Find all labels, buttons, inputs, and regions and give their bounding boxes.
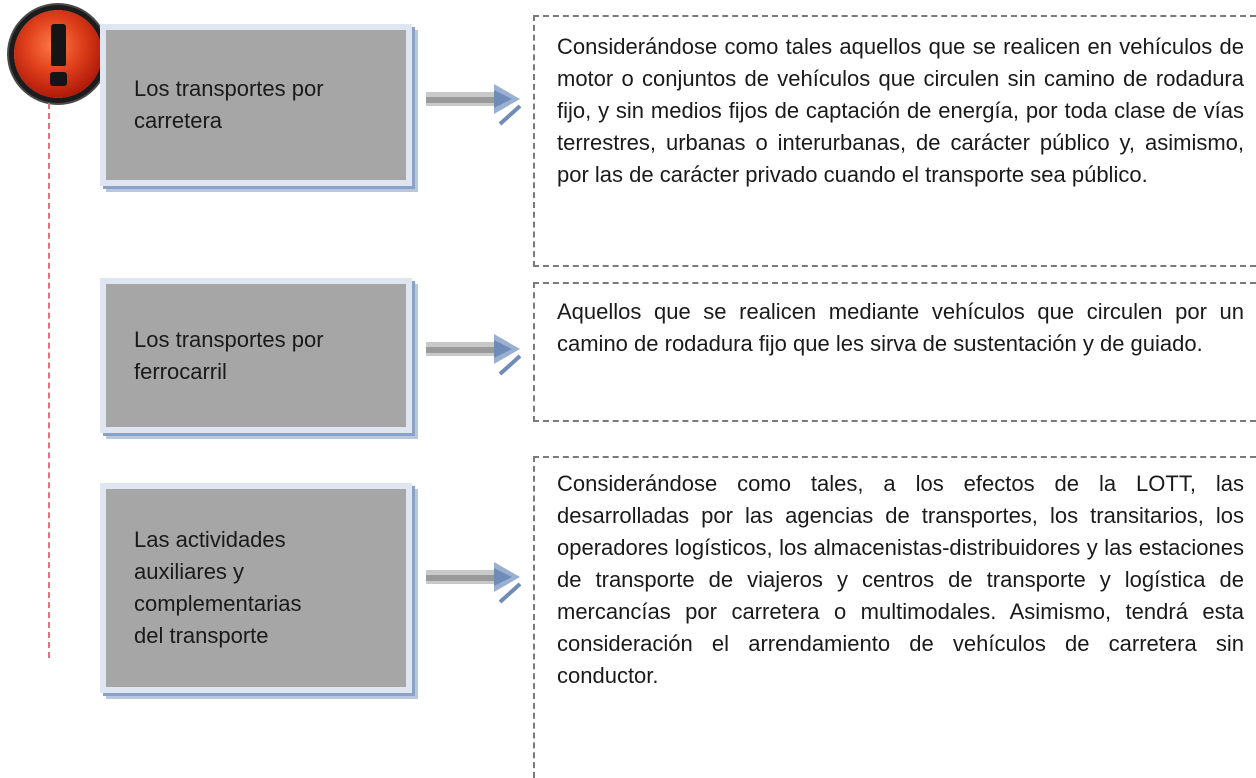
exclamation-bar [51, 24, 66, 66]
concept-line: Las actividades [134, 527, 286, 553]
description-carretera: Considerándose como tales aquellos que s… [533, 15, 1256, 267]
concept-line: auxiliares y [134, 559, 245, 585]
concept-label-actividades: Las actividades auxiliares y complementa… [134, 524, 302, 652]
concept-label-ferrocarril: Los transportes por ferrocarril [134, 324, 324, 388]
concept-line: Los transportes por [134, 76, 324, 102]
description-ferrocarril: Aquellos que se realicen mediante vehícu… [533, 282, 1256, 422]
arrow-right-icon [426, 562, 522, 604]
concept-box-ferrocarril: Los transportes por ferrocarril [100, 278, 412, 433]
timeline-line [48, 103, 50, 658]
exclamation-dot [50, 72, 67, 86]
description-actividades: Considerándose como tales, a los efectos… [533, 456, 1256, 778]
concept-line: ferrocarril [134, 358, 227, 384]
arrow-right-icon [426, 334, 522, 376]
arrow-right-icon [426, 84, 522, 126]
concept-line: Los transportes por [134, 326, 324, 352]
concept-line: carretera [134, 108, 223, 133]
concept-line: del transporte [134, 622, 269, 648]
exclamation-warning-icon [14, 10, 102, 98]
description-text: Considerándose como tales, a los efectos… [557, 471, 1244, 688]
concept-box-carretera: Los transportes por carretera [100, 24, 412, 186]
concept-box-actividades: Las actividades auxiliares y complementa… [100, 483, 412, 693]
description-text: Considerándose como tales aquellos que s… [557, 34, 1244, 187]
concept-line: complementarias [134, 591, 302, 616]
description-text: Aquellos que se realicen mediante vehícu… [557, 299, 1244, 356]
concept-label-carretera: Los transportes por carretera [134, 73, 324, 137]
